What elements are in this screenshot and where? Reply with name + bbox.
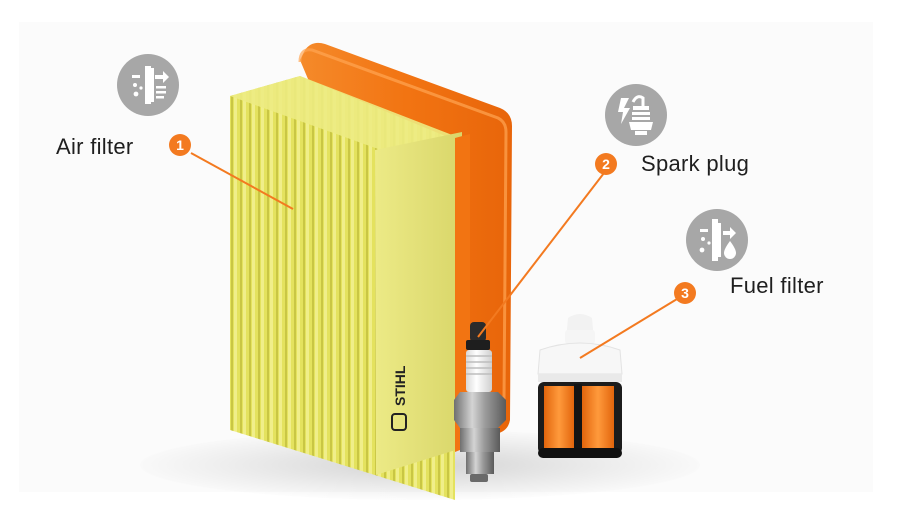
air-filter-label: Air filter [56,134,134,159]
badge-3: 3 [674,282,696,304]
fuel-filter-label: Fuel filter [730,273,824,298]
badge-2: 2 [595,153,617,175]
stihl-logo: STIHL [391,365,408,431]
svg-text:STIHL: STIHL [392,365,408,406]
spark-plug-icon [605,84,667,146]
fuel-filter-icon [686,209,748,271]
spark-plug [454,322,506,482]
fuel-filter [537,314,623,458]
spark-plug-label: Spark plug [641,151,750,176]
callout-lines [190,152,683,359]
badge-1: 1 [169,134,191,156]
air-filter-icon [117,54,179,116]
